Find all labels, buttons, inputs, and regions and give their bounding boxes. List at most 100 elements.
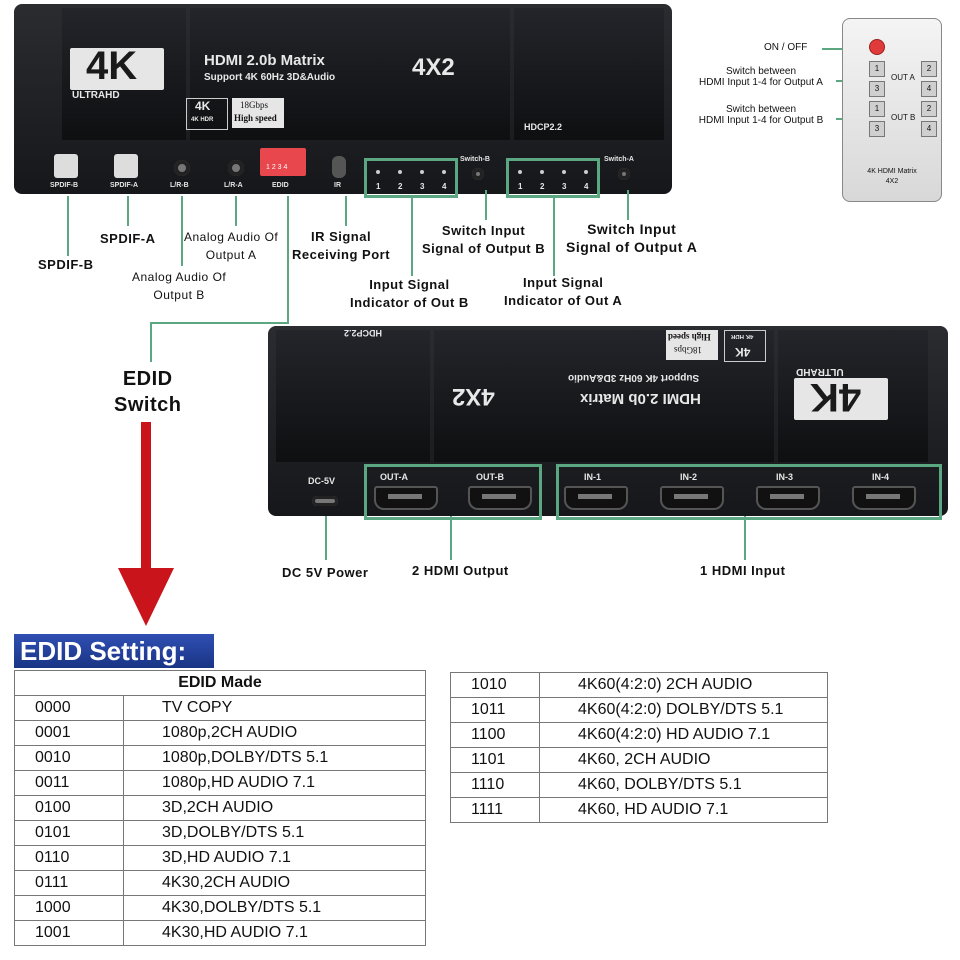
lr-a-jack — [228, 160, 244, 176]
callout-analog-b: Analog Audio Of Output B — [132, 268, 226, 304]
device-title: HDMI 2.0b Matrix — [204, 52, 325, 69]
edid-banner: EDID Setting: — [14, 634, 214, 668]
led-b-3 — [420, 170, 424, 174]
spdif-b-port — [54, 154, 78, 178]
bottom-device-panel-left — [276, 330, 430, 462]
callout-ir-line1: IR Signal — [310, 229, 372, 244]
badge-speed-line2: High speed — [234, 113, 277, 123]
callout-dc-power: DC 5V Power — [282, 565, 369, 580]
in-4-port — [852, 486, 916, 510]
callout-switch-a-line1: Switch Input — [587, 221, 677, 237]
edid-mode-cell: 1080p,HD AUDIO 7.1 — [123, 770, 426, 796]
remote-b-btn-1[interactable]: 1 — [869, 101, 885, 117]
edid-mode-cell: 4K60(4:2:0) HD AUDIO 7.1 — [539, 722, 828, 748]
spdif-a-port-label: SPDIF-A — [110, 182, 138, 189]
led-b-num-1: 1 — [376, 182, 381, 191]
switch-b-button[interactable] — [472, 168, 484, 180]
bottom-device: HDCP2.2 HDMI 2.0b Matrix 4X2 Support 4K … — [268, 326, 948, 520]
remote-model-line1: 4K HDMI Matrix — [867, 168, 917, 175]
edid-mode-cell: 4K60, DOLBY/DTS 5.1 — [539, 772, 828, 798]
edid-code-cell: 0110 — [14, 845, 124, 871]
line-edid-3 — [150, 322, 152, 362]
line-switch-b — [485, 190, 487, 220]
remote-switch-b-label: Switch between HDMI Input 1-4 for Output… — [686, 104, 836, 126]
ultrahd-logo: 4K — [70, 44, 164, 90]
remote-a-btn-2[interactable]: 2 — [921, 61, 937, 77]
edid-mode-cell: 4K60(4:2:0) 2CH AUDIO — [539, 672, 828, 698]
edid-code-cell: 0011 — [14, 770, 124, 796]
led-a-num-4: 4 — [584, 182, 589, 191]
edid-mode-cell: 1080p,DOLBY/DTS 5.1 — [123, 745, 426, 771]
led-b-num-4: 4 — [442, 182, 447, 191]
in-4-label: IN-4 — [872, 472, 890, 482]
callout-switch-b-line2: Signal of Output B — [422, 241, 546, 256]
led-a-num-2: 2 — [540, 182, 545, 191]
led-a-num-1: 1 — [518, 182, 523, 191]
in-1-port — [564, 486, 628, 510]
edid-code-cell: 1010 — [450, 672, 540, 698]
remote-b-btn-3[interactable]: 3 — [869, 121, 885, 137]
switch-a-button[interactable] — [618, 168, 630, 180]
callout-edid-line2: Switch — [114, 394, 182, 416]
callout-hdmi-output: 2 HDMI Output — [412, 563, 509, 578]
edid-code-cell: 0000 — [14, 695, 124, 721]
callout-spdif-a: SPDIF-A — [100, 231, 156, 246]
bottom-logo-main: 4K — [810, 375, 862, 419]
edid-code-cell: 1011 — [450, 697, 540, 723]
lr-b-label: L/R-B — [170, 182, 189, 189]
line-hdmi-output — [450, 516, 452, 560]
edid-code-cell: 1001 — [14, 920, 124, 946]
badge-speed: 18Gbps High speed — [232, 98, 284, 128]
line-lr-b — [181, 196, 183, 266]
edid-code-cell: 1101 — [450, 747, 540, 773]
edid-dip-switch[interactable]: 1 2 3 4 — [260, 148, 306, 176]
out-b-port — [468, 486, 532, 510]
in-2-label: IN-2 — [680, 472, 698, 482]
callout-spdif-b: SPDIF-B — [38, 257, 94, 272]
edid-code-cell: 0101 — [14, 820, 124, 846]
switch-a-label: Switch-A — [604, 156, 634, 163]
remote-b-btn-2[interactable]: 2 — [921, 101, 937, 117]
lr-b-jack — [174, 160, 190, 176]
remote-out-b-label: OUT B — [891, 113, 916, 122]
out-b-label: OUT-B — [476, 472, 504, 482]
line-edid-2 — [150, 322, 289, 324]
hdmi-input-box — [556, 464, 942, 520]
led-b-4 — [442, 170, 446, 174]
remote-a-btn-4[interactable]: 4 — [921, 81, 937, 97]
edid-arrow-head — [118, 568, 174, 626]
ir-remote: 1 2 3 4 OUT A 1 2 3 4 OUT B 4K HDMI Matr… — [842, 18, 942, 202]
remote-power-button[interactable] — [869, 39, 885, 55]
edid-arrow — [141, 422, 151, 570]
bottom-device-title-size: 4X2 — [452, 383, 495, 410]
remote-b-btn-4[interactable]: 4 — [921, 121, 937, 137]
edid-mode-cell: 4K30,HD AUDIO 7.1 — [123, 920, 426, 946]
remote-switch-a-line2: HDMI Input 1-4 for Output A — [699, 77, 823, 88]
in-3-port — [756, 486, 820, 510]
dc-5v-label: DC-5V — [308, 476, 336, 486]
edid-code-cell: 1111 — [450, 797, 540, 823]
callout-analog-b-line2: Output B — [153, 288, 205, 302]
top-device: 4K ULTRAHD HDMI 2.0b Matrix 4X2 Support … — [14, 4, 672, 198]
remote-onoff-label: ON / OFF — [764, 42, 808, 53]
indicator-box-b — [364, 158, 458, 198]
logo-main: 4K — [86, 44, 138, 88]
callout-edid-switch: EDID Switch — [114, 366, 181, 418]
led-a-3 — [562, 170, 566, 174]
remote-a-btn-3[interactable]: 3 — [869, 81, 885, 97]
edid-mode-cell: 3D,2CH AUDIO — [123, 795, 426, 821]
line-spdif-a — [127, 196, 129, 226]
edid-code-cell: 0111 — [14, 870, 124, 896]
remote-a-btn-1[interactable]: 1 — [869, 61, 885, 77]
spdif-a-port — [114, 154, 138, 178]
spdif-b-port-label: SPDIF-B — [50, 182, 78, 189]
led-b-2 — [398, 170, 402, 174]
